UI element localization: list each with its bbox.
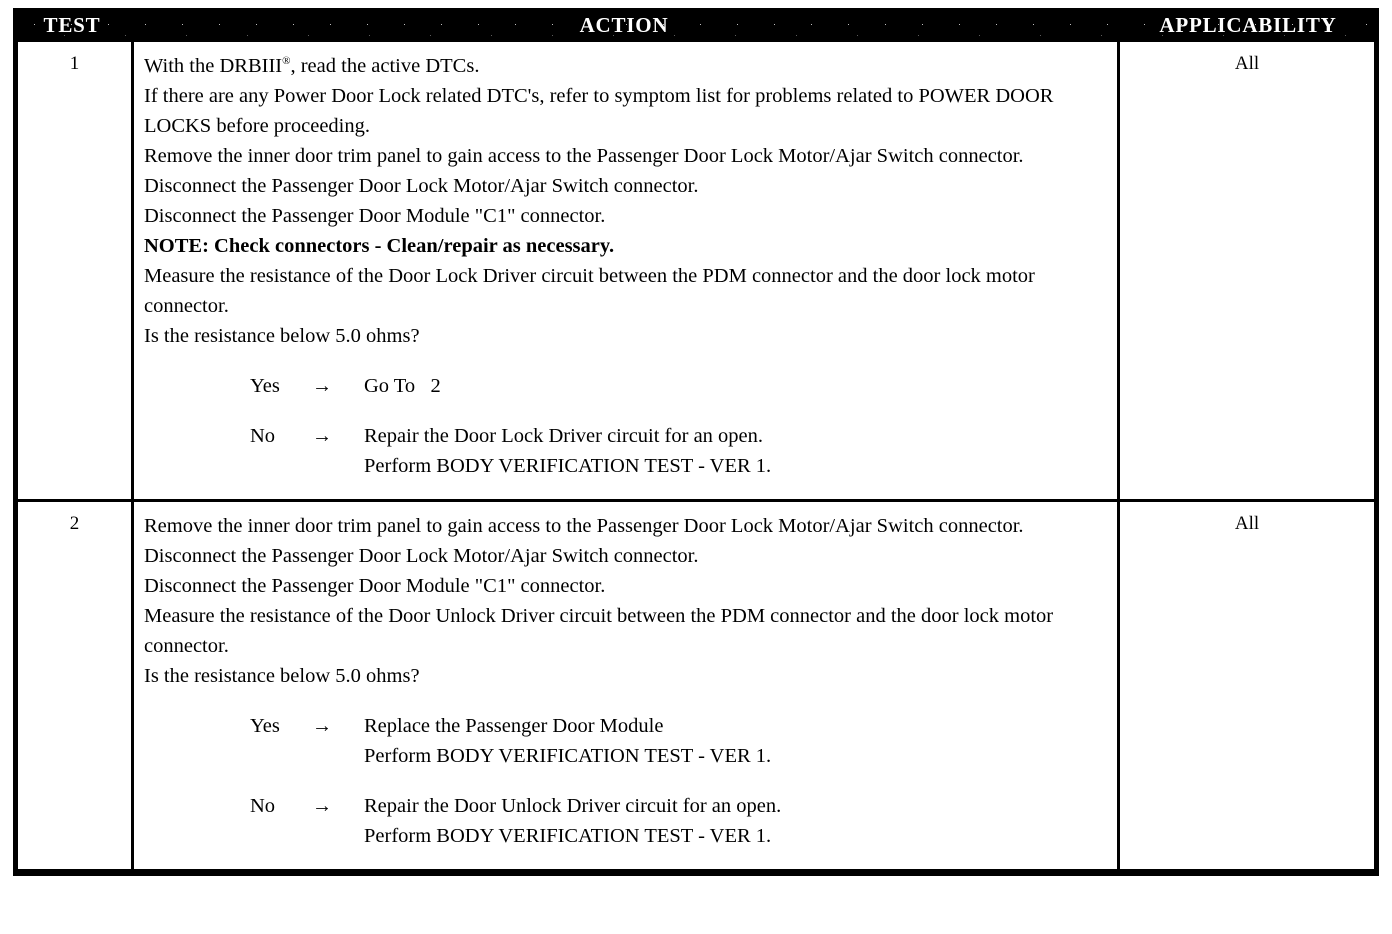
table-row: 1 With the DRBIII®, read the active DTCs…: [18, 42, 1374, 499]
action-line: Disconnect the Passenger Door Lock Motor…: [144, 175, 699, 197]
branch-list: Yes → Go To 2 No → Repair the Door Lock …: [144, 371, 1105, 481]
arrow-right-icon: →: [312, 375, 332, 397]
branch-label: Yes: [250, 375, 280, 397]
table-body: 1 With the DRBIII®, read the active DTCs…: [13, 42, 1379, 876]
action-question-line: Is the resistance below 5.0 ohms?: [144, 325, 420, 347]
branch-label: No: [250, 425, 276, 447]
branch-result: Repair the Door Unlock Driver circuit fo…: [364, 791, 1105, 851]
arrow-right-icon: →: [312, 715, 332, 737]
column-header-action: ACTION: [579, 12, 669, 37]
action-line-text-tail: , read the active DTCs.: [290, 55, 480, 77]
branch-list: Yes → Replace the Passenger Door Module …: [144, 711, 1105, 851]
branch-result-line: Perform BODY VERIFICATION TEST - VER 1.: [364, 745, 772, 767]
test-number-cell: 1: [18, 42, 134, 499]
branch-no: No → Repair the Door Lock Driver circuit…: [144, 421, 1105, 481]
action-line: Measure the resistance of the Door Unloc…: [144, 605, 1059, 657]
branch-result: Go To 2: [364, 371, 1105, 401]
action-line: With the DRBIII®, read the active DTCs.: [144, 51, 1105, 81]
table-header-row: TEST ACTION APPLICABILITY: [13, 8, 1379, 42]
arrow-right-icon: →: [312, 425, 332, 447]
action-question-line: Is the resistance below 5.0 ohms?: [144, 665, 420, 687]
branch-result-line: Perform BODY VERIFICATION TEST - VER 1.: [364, 825, 772, 847]
branch-result: Replace the Passenger Door Module Perfor…: [364, 711, 1105, 771]
action-line: Remove the inner door trim panel to gain…: [144, 145, 1024, 167]
action-line: Measure the resistance of the Door Lock …: [144, 265, 1041, 317]
applicability-cell: All: [1117, 502, 1374, 869]
branch-result-line: Perform BODY VERIFICATION TEST - VER 1.: [364, 455, 772, 477]
column-header-applicability: APPLICABILITY: [1159, 12, 1337, 37]
branch-result-line: Repair the Door Unlock Driver circuit fo…: [364, 795, 782, 817]
action-note-line: NOTE: Check connectors - Clean/repair as…: [144, 235, 615, 257]
arrow-right-icon: →: [312, 795, 332, 817]
branch-yes: Yes → Replace the Passenger Door Module …: [144, 711, 1105, 771]
action-line: Remove the inner door trim panel to gain…: [144, 515, 1024, 537]
branch-result-line: Go To 2: [364, 375, 441, 397]
action-line: Disconnect the Passenger Door Module "C1…: [144, 205, 606, 227]
action-line: Disconnect the Passenger Door Lock Motor…: [144, 545, 699, 567]
branch-result-line: Replace the Passenger Door Module: [364, 715, 664, 737]
diagnostic-test-table: TEST ACTION APPLICABILITY 1 With the DRB…: [13, 8, 1379, 876]
action-line: Disconnect the Passenger Door Module "C1…: [144, 575, 606, 597]
column-header-test: TEST: [43, 12, 101, 37]
branch-label: Yes: [250, 715, 280, 737]
action-cell: Remove the inner door trim panel to gain…: [134, 502, 1117, 869]
action-cell: With the DRBIII®, read the active DTCs. …: [134, 42, 1117, 499]
registered-trademark-icon: ®: [282, 55, 291, 68]
branch-no: No → Repair the Door Unlock Driver circu…: [144, 791, 1105, 851]
table-row: 2 Remove the inner door trim panel to ga…: [18, 499, 1374, 869]
action-line-text: With the DRBIII: [144, 55, 283, 77]
branch-result-line: Repair the Door Lock Driver circuit for …: [364, 425, 764, 447]
branch-result: Repair the Door Lock Driver circuit for …: [364, 421, 1105, 481]
test-number-cell: 2: [18, 502, 134, 869]
applicability-cell: All: [1117, 42, 1374, 499]
action-line: If there are any Power Door Lock related…: [144, 85, 1059, 137]
branch-yes: Yes → Go To 2: [144, 371, 1105, 401]
branch-label: No: [250, 795, 276, 817]
